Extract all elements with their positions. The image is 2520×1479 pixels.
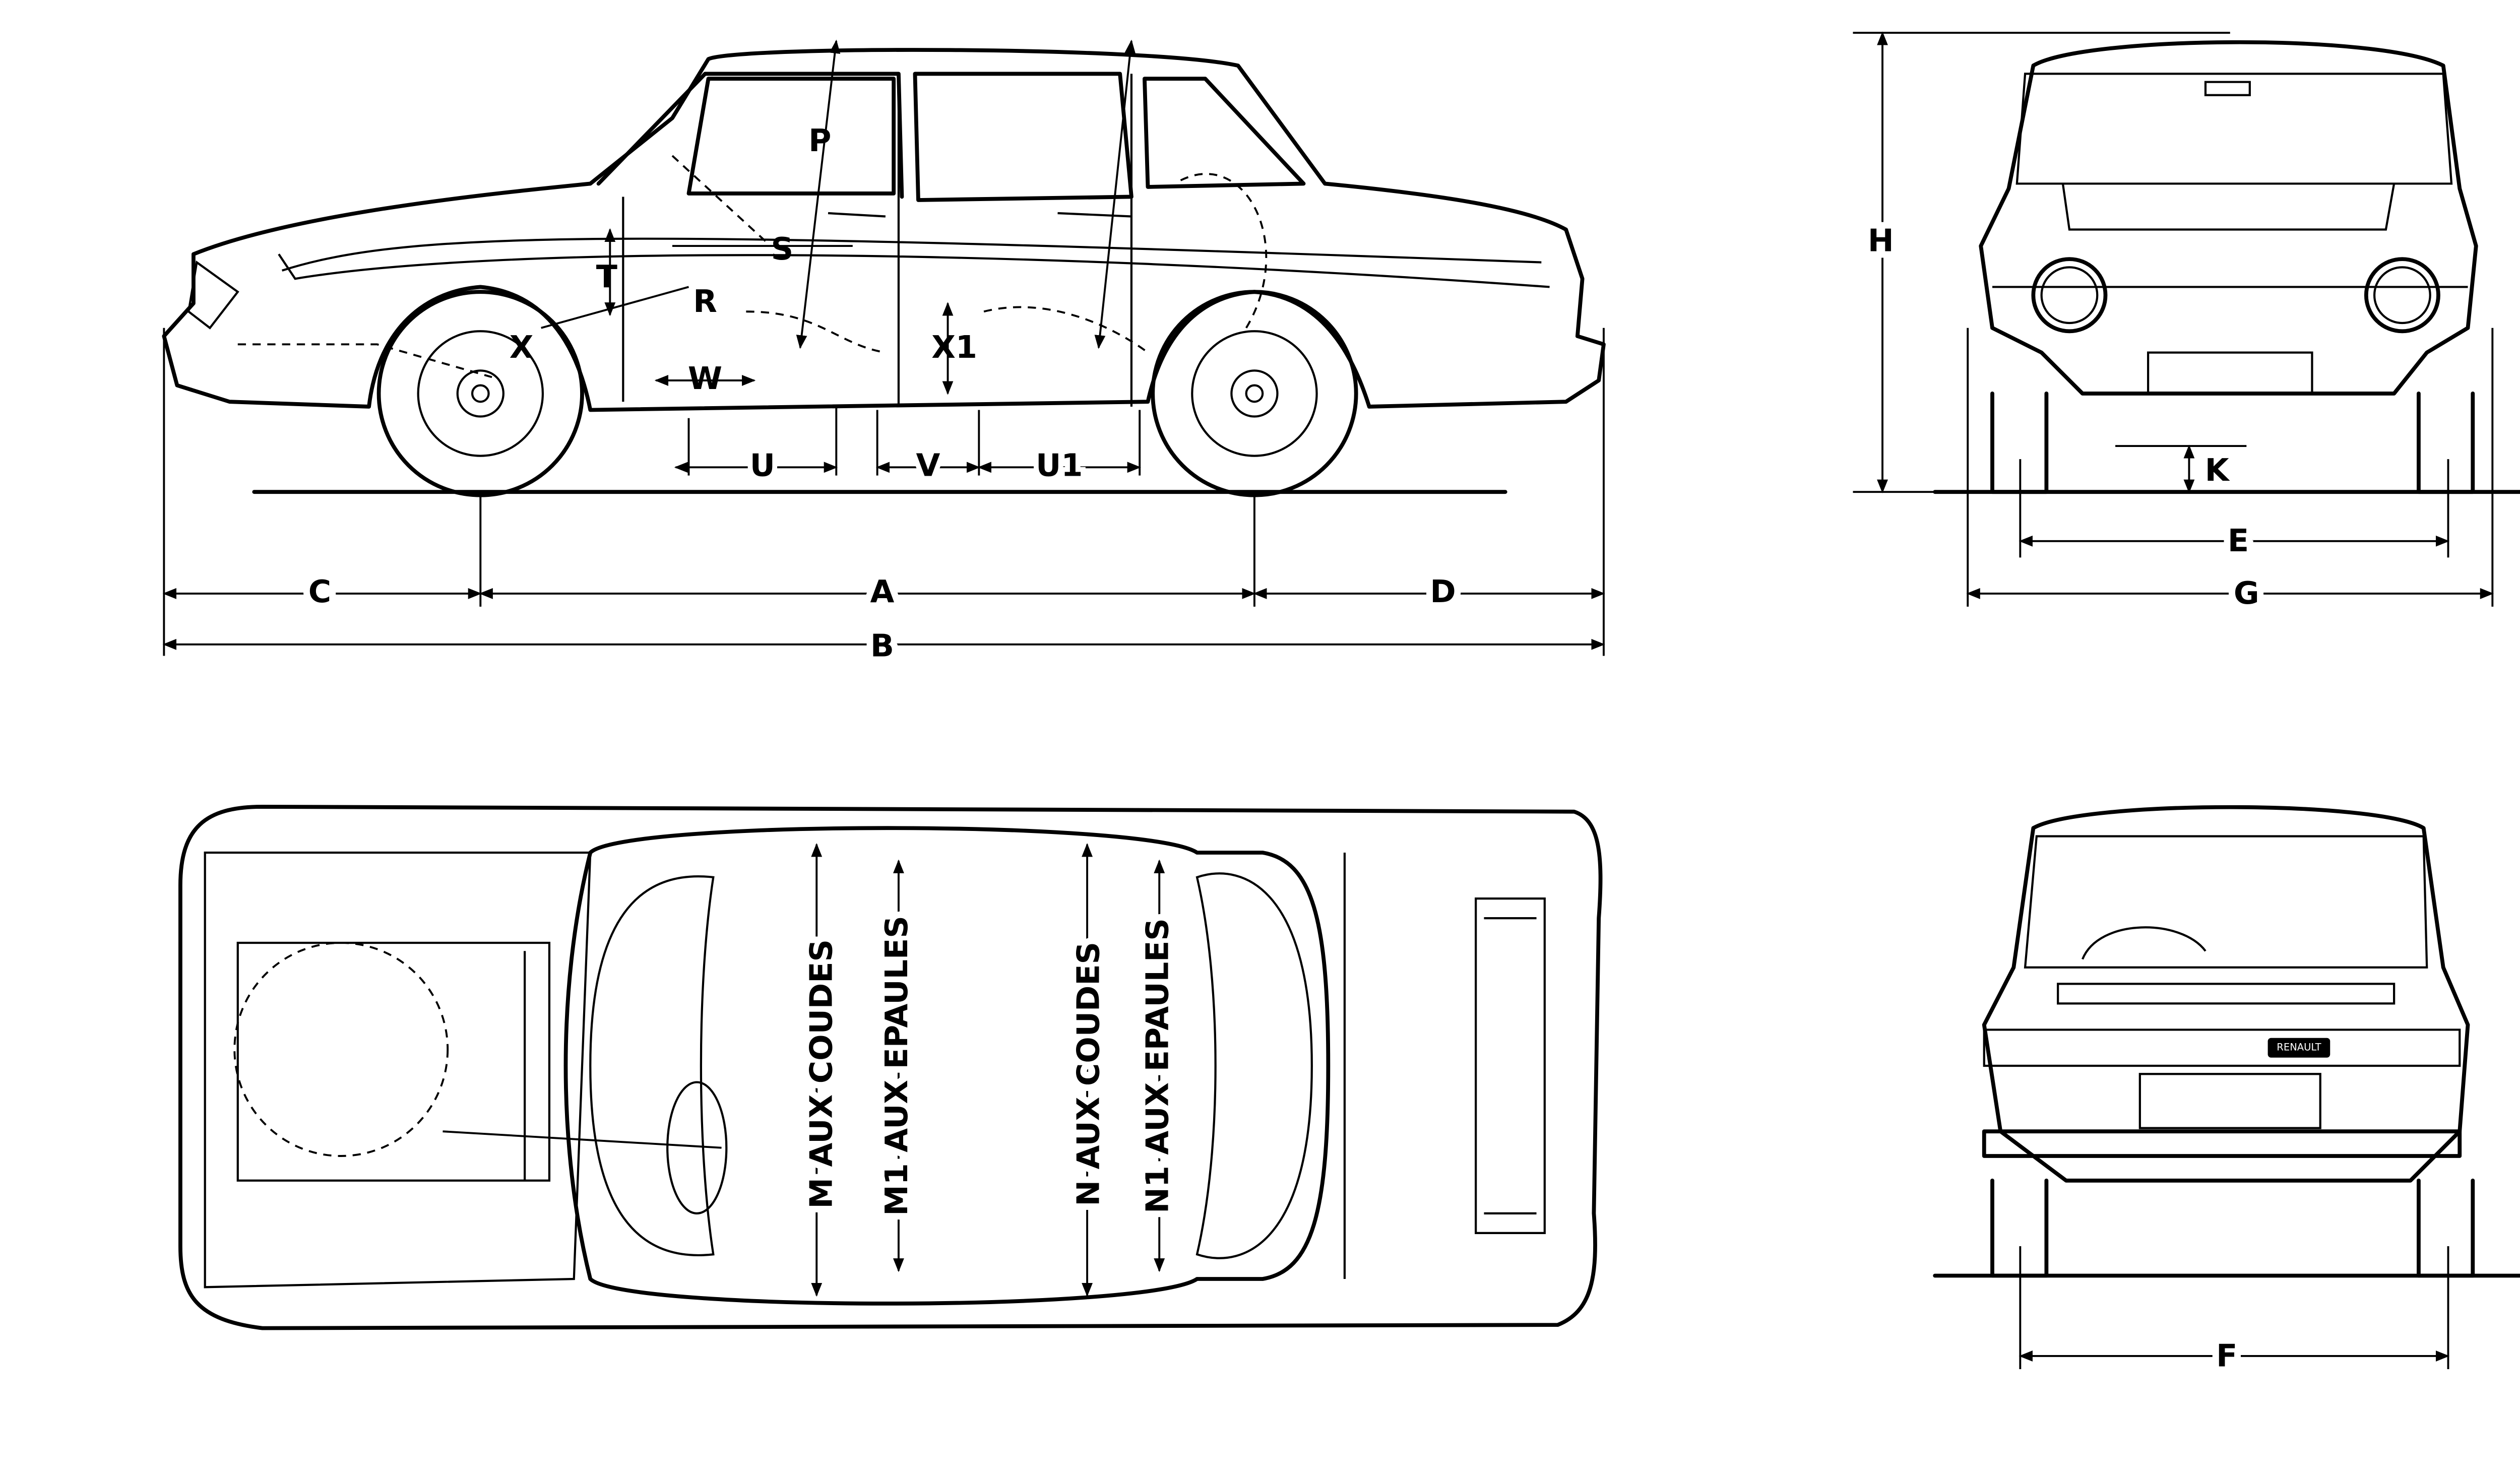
- label-m-aux-coudes: M AUX COUDES: [803, 939, 839, 1209]
- top-view: M AUX COUDES M1 AUX EPAULES N AUX COUDES…: [178, 805, 1603, 1330]
- label-x: X: [510, 329, 534, 365]
- dim-h: H: [1868, 223, 1894, 259]
- dim-e: E: [2228, 523, 2249, 559]
- label-r: R: [693, 283, 717, 319]
- label-m1-aux-epaules: M1 AUX EPAULES: [878, 916, 915, 1216]
- label-w: W: [688, 360, 722, 397]
- label-n1-aux-epaules: N1 AUX EPAULES: [1139, 918, 1175, 1213]
- renault-badge: [2267, 1038, 2330, 1058]
- side-view: P S T R X W X1 U V U1 C A D B: [162, 39, 1606, 670]
- dim-k: K: [2205, 452, 2230, 488]
- rear-wheel: [1151, 290, 1358, 497]
- dim-f: F: [2216, 1337, 2237, 1374]
- side-windows: [596, 72, 1306, 202]
- rear-view: RENAULT F: [1933, 805, 2520, 1380]
- label-t: T: [596, 259, 617, 295]
- label-x1: X1: [931, 329, 977, 365]
- label-u: U: [750, 447, 775, 483]
- dim-g: G: [2234, 575, 2259, 611]
- top-body-outline: [178, 805, 1603, 1330]
- label-u1: U1: [1036, 447, 1083, 483]
- front-body-outline: [1979, 40, 2478, 396]
- side-body-outline: [162, 48, 1606, 412]
- label-n-aux-coudes: N AUX COUDES: [1070, 942, 1107, 1206]
- dim-d: D: [1430, 573, 1456, 610]
- renault-badge-text: RENAULT: [2277, 1042, 2321, 1053]
- rear-body-outline: [1982, 805, 2470, 1183]
- label-v: V: [916, 447, 940, 483]
- dim-a: A: [870, 573, 894, 610]
- label-p: P: [808, 122, 831, 159]
- dim-b: B: [870, 627, 894, 664]
- label-s: S: [771, 231, 794, 267]
- front-wheel: [376, 290, 584, 497]
- dim-c: C: [308, 573, 331, 610]
- front-view: H K E G: [1853, 31, 2520, 618]
